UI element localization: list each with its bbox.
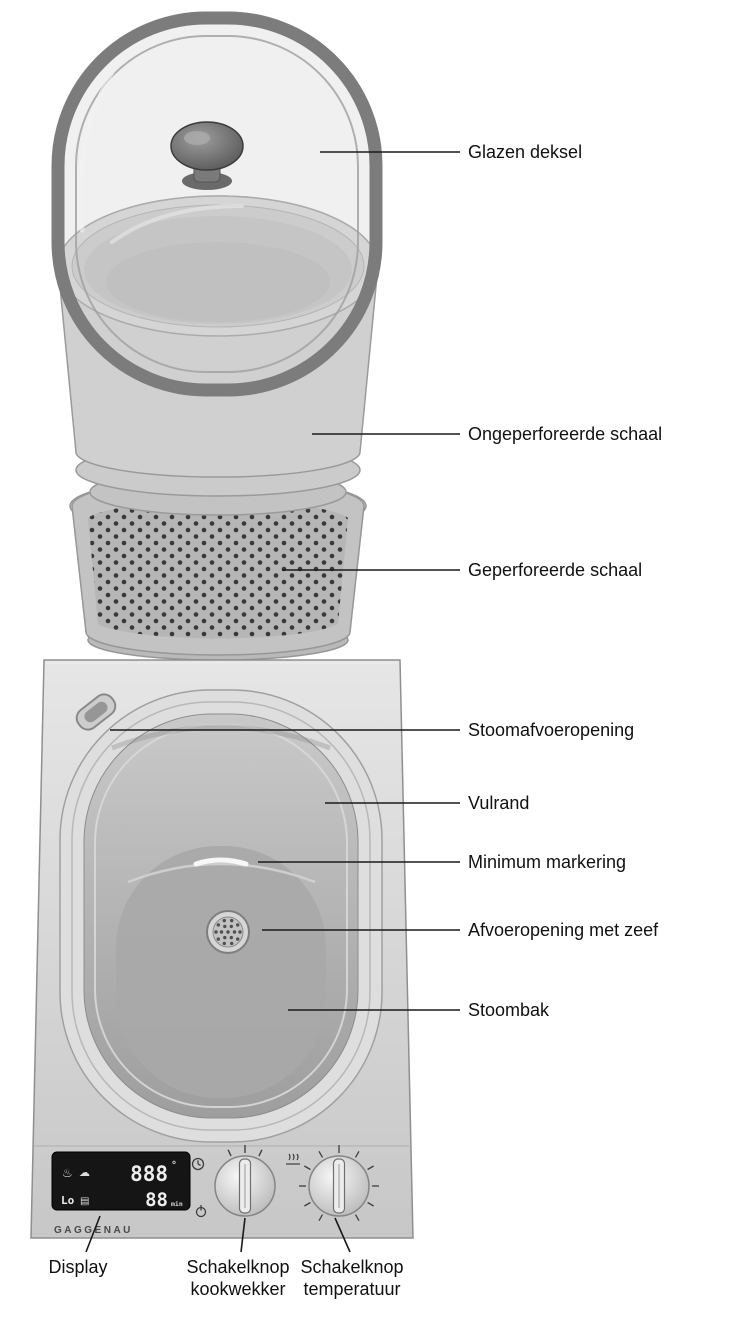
callout-label-display: Display — [18, 1256, 138, 1278]
lid-glass-edge — [75, 35, 359, 373]
lid-ring — [51, 11, 383, 397]
display-cloud-icon: ☁ — [79, 1166, 90, 1179]
display-mode-text: Lo — [61, 1194, 75, 1207]
timer-knob-group — [191, 1145, 276, 1218]
fill-rim-line — [94, 724, 348, 1108]
display-steam-icon: ♨ — [62, 1166, 73, 1180]
callout-lines — [85, 151, 460, 1253]
callout-label-minimum-markering: Minimum markering — [468, 852, 627, 872]
callout-label-temperatuur-line1: Schakelknop — [300, 1257, 404, 1277]
callout-line-temperatuur — [334, 1217, 351, 1253]
steamer-base-unit: ♨ ☁ 888 ° Lo ▤ 88 min GAGGENAU — [30, 659, 414, 1239]
callout-label-kookwekker-line1: Schakelknop — [186, 1257, 290, 1277]
basin-slope-highlight — [127, 862, 316, 884]
display-timer-value: 88 — [145, 1189, 168, 1211]
callout-label-stoomafvoeropening: Stoomafvoeropening — [468, 720, 635, 740]
timer-knob-ticks — [227, 1145, 263, 1157]
drain-sieve-holes — [214, 918, 242, 946]
callout-label-afvoeropening-met-zeef: Afvoeropening met zeef — [468, 920, 659, 940]
glass-lid — [51, 11, 383, 397]
control-panel: ♨ ☁ 888 ° Lo ▤ 88 min GAGGENAU — [34, 1145, 409, 1236]
brand-logo: GAGGENAU — [54, 1225, 133, 1236]
callout-label-kookwekker-line2: kookwekker — [190, 1279, 286, 1299]
steam-vent-slot — [84, 701, 108, 723]
display-temperature-value: 888 — [130, 1162, 168, 1186]
callout-label-display-line1: Display — [48, 1257, 108, 1277]
temperature-knob-ticks — [299, 1145, 379, 1221]
lid-knob-top — [170, 121, 244, 171]
callout-label-stoombak: Stoombak — [468, 1000, 550, 1020]
callout-label-ongeperforeerde-schaal: Ongeperforeerde schaal — [468, 424, 663, 444]
basin-rim-inner-line — [71, 701, 371, 1131]
lid-knob — [170, 121, 244, 190]
unperforated-pan-interior-shade — [106, 242, 330, 322]
temperature-knob-group — [286, 1145, 379, 1221]
minimum-mark — [193, 857, 249, 867]
callout-line-kookwekker — [240, 1217, 246, 1253]
display-temperature-unit: ° — [171, 1160, 177, 1171]
callout-label-glazen-deksel: Glazen deksel — [468, 142, 583, 162]
display-timer-unit: min — [171, 1200, 183, 1208]
display — [51, 1151, 191, 1211]
lid-knob-highlight — [184, 131, 210, 145]
basin-top-shadow — [111, 724, 331, 751]
display-pan-icon: ▤ — [80, 1196, 89, 1207]
callout-label-schakelknop-kookwekker: Schakelknop kookwekker — [163, 1256, 313, 1300]
steam-icon — [286, 1153, 300, 1165]
callout-label-vulrand: Vulrand — [468, 793, 530, 813]
callout-label-geperforeerde-schaal: Geperforeerde schaal — [468, 560, 643, 580]
basin-deep-section — [116, 846, 326, 1098]
lid-glass-sheen — [78, 69, 115, 233]
steam-vent-opening — [75, 693, 117, 731]
power-icon — [195, 1205, 207, 1218]
callout-label-schakelknop-temperatuur: Schakelknop temperatuur — [277, 1256, 427, 1300]
drain-with-sieve — [206, 910, 250, 954]
perforated-pan — [69, 477, 367, 661]
callout-line-display — [85, 1215, 101, 1253]
perforation-holes — [88, 500, 348, 639]
timer-icon — [191, 1157, 205, 1171]
pan-highlight — [110, 204, 244, 244]
callout-label-temperatuur-line2: temperatuur — [303, 1279, 401, 1299]
